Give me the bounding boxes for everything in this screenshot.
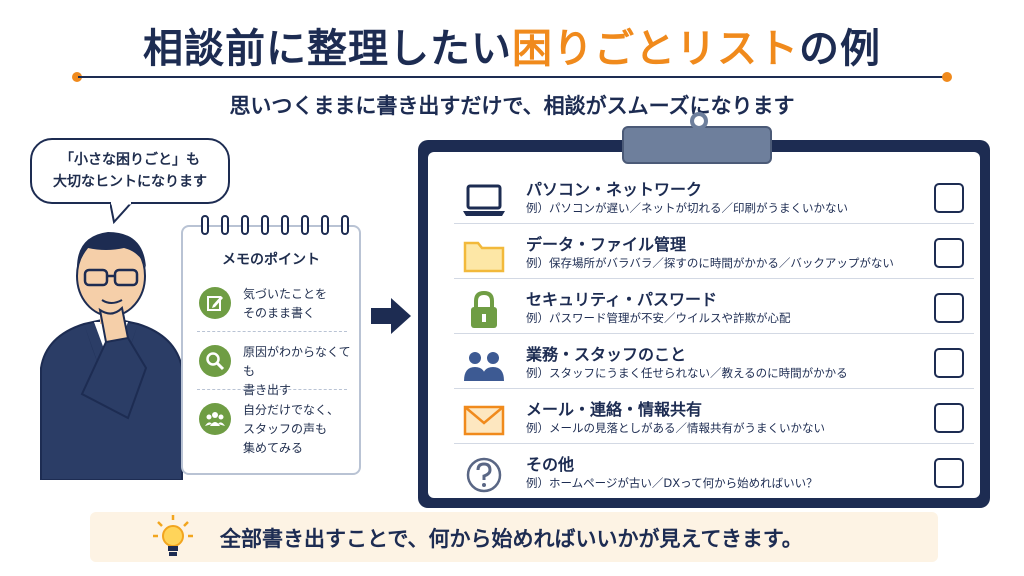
checkbox[interactable] [934, 348, 964, 378]
checklist-row: メール・連絡・情報共有 例）メールの見落としがある／情報共有がうまくいかない [454, 390, 974, 444]
subtitle: 思いつくままに書き出すだけで、相談がスムーズになります [229, 94, 795, 118]
memo-divider [197, 389, 347, 390]
memo-item-line: 集めてみる [243, 441, 304, 455]
checklist-row: パソコン・ネットワーク 例）パソコンが遅い／ネットが切れる／印刷がうまくいかない [454, 170, 974, 224]
checklist-row: データ・ファイル管理 例）保存場所がバラバラ／探すのに時間がかかる／バックアップ… [454, 225, 974, 279]
row-example: 例）保存場所がバラバラ／探すのに時間がかかる／バックアップがない [526, 256, 894, 270]
row-example: 例）ホームページが古い／DXって何から始めればいい？ [526, 476, 818, 490]
memo-item-line: 原因がわからなくても [243, 345, 351, 378]
row-title: データ・ファイル管理 [526, 235, 687, 254]
checkbox[interactable] [934, 403, 964, 433]
rule-dot-left [72, 72, 82, 82]
page-title: 相談前に整理したい困りごとリストの例 [0, 16, 1024, 74]
memo-item-line: スタッフの声も [243, 422, 328, 436]
lock-icon [471, 290, 497, 328]
ring-binding [261, 215, 269, 235]
checkbox[interactable] [934, 183, 964, 213]
memo-item-line: 書き出す [243, 383, 292, 397]
row-title: その他 [526, 455, 575, 474]
question-icon [466, 457, 502, 493]
summary-text: 全部書き出すことで、何から始めればいいかが見えてきます。 [220, 527, 803, 551]
checkbox[interactable] [934, 293, 964, 323]
ring-binding [341, 215, 349, 235]
checklist-row: その他 例）ホームページが古い／DXって何から始めればいい？ [454, 445, 974, 499]
memo-item-line: 気づいたことを [243, 287, 328, 301]
checklist-row: 業務・スタッフのこと 例）スタッフにうまく任せられない／教えるのに時間がかかる [454, 335, 974, 389]
clipboard: パソコン・ネットワーク 例）パソコンが遅い／ネットが切れる／印刷がうまくいかない… [418, 112, 990, 508]
lightbulb-icon [153, 515, 193, 556]
memo-item-line: 自分だけでなく、 [243, 403, 340, 417]
row-title: メール・連絡・情報共有 [526, 400, 703, 419]
row-divider [454, 443, 974, 444]
speech-bubble: 「小さな困りごと」も 大切なヒントになります [30, 138, 230, 204]
row-divider [454, 223, 974, 224]
checkbox[interactable] [934, 458, 964, 488]
ring-binding [241, 215, 249, 235]
ring-binding [221, 215, 229, 235]
row-example: 例）パスワード管理が不安／ウイルスや詐欺が心配 [526, 311, 791, 325]
row-example: 例）メールの見落としがある／情報共有がうまくいかない [526, 421, 825, 435]
magnifier-icon [199, 345, 231, 377]
checklist-row: セキュリティ・パスワード 例）パスワード管理が不安／ウイルスや詐欺が心配 [454, 280, 974, 334]
ring-binding [321, 215, 329, 235]
memo-divider [197, 331, 347, 332]
title-underline [78, 76, 946, 78]
row-title: セキュリティ・パスワード [526, 290, 718, 309]
row-title: パソコン・ネットワーク [526, 180, 703, 199]
folder-icon [463, 241, 505, 273]
staff-icon [464, 352, 504, 381]
row-example: 例）パソコンが遅い／ネットが切れる／印刷がうまくいかない [526, 201, 848, 215]
clipboard-clip [622, 112, 772, 164]
mail-icon [463, 405, 505, 436]
pencil-icon [199, 287, 231, 319]
row-title: 業務・スタッフのこと [526, 345, 687, 364]
title-suffix: の例 [799, 26, 881, 72]
memo-item: 気づいたことを そのまま書く [199, 285, 355, 335]
memo-card: メモのポイント 気づいたことを そのまま書く 原因がわからなくても 書き出す 自… [181, 215, 361, 475]
people-icon [199, 403, 231, 435]
row-example: 例）スタッフにうまく任せられない／教えるのに時間がかかる [526, 366, 848, 380]
checklist-paper: パソコン・ネットワーク 例）パソコンが遅い／ネットが切れる／印刷がうまくいかない… [428, 152, 980, 498]
row-divider [454, 333, 974, 334]
rule-dot-right [942, 72, 952, 82]
ring-binding [301, 215, 309, 235]
row-divider [454, 388, 974, 389]
bubble-line-2: 大切なヒントになります [53, 174, 207, 190]
row-divider [454, 278, 974, 279]
checkbox[interactable] [934, 238, 964, 268]
memo-title: メモのポイント [222, 252, 320, 268]
consultant-illustration [40, 232, 183, 480]
memo-item: 自分だけでなく、 スタッフの声も 集めてみる [199, 401, 355, 465]
memo-item-line: そのまま書く [243, 306, 316, 320]
ring-binding [201, 215, 209, 235]
arrow-right-icon [371, 298, 411, 334]
summary-bar: 全部書き出すことで、何から始めればいいかが見えてきます。 [90, 512, 938, 562]
memo-item: 原因がわからなくても 書き出す [199, 343, 355, 397]
title-highlight: 困りごとリスト [512, 26, 799, 72]
laptop-icon [463, 184, 505, 216]
bubble-line-1: 「小さな困りごと」も [60, 152, 200, 168]
ring-binding [281, 215, 289, 235]
bubble-tail [110, 202, 134, 224]
title-main: 相談前に整理したい [143, 26, 512, 72]
clip-hole [690, 112, 708, 130]
